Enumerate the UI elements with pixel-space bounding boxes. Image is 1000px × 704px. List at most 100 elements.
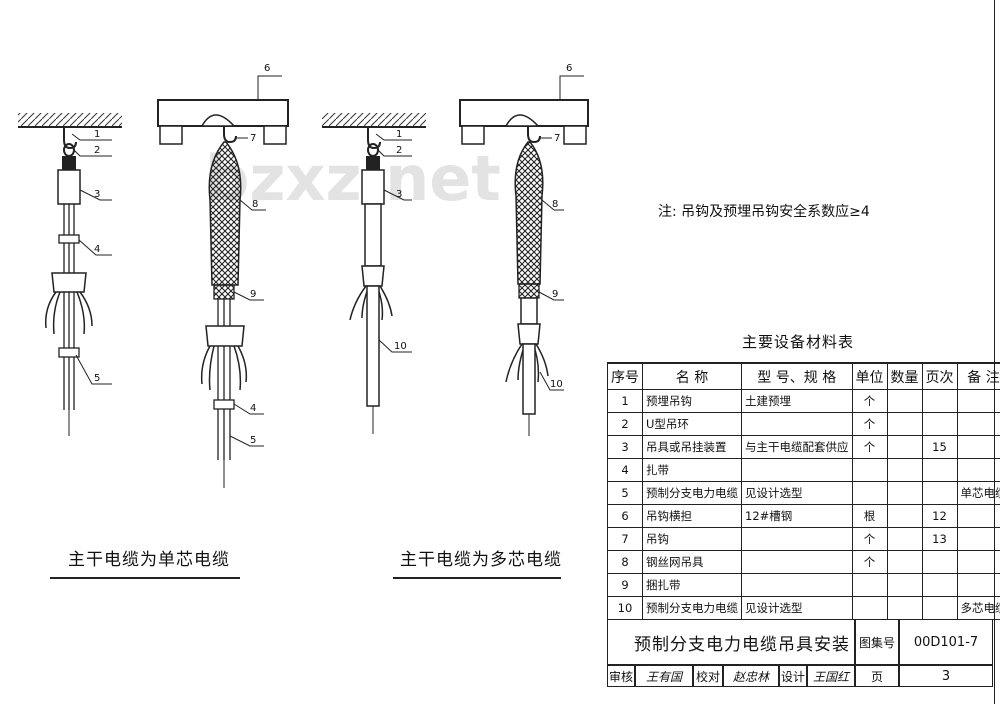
- table-cell: 7: [607, 527, 643, 551]
- figure-single-core-ceiling: 1 2 3 4 5: [18, 113, 122, 436]
- table-cell: 6: [607, 504, 643, 528]
- table-cell: [956, 550, 1000, 574]
- check-label: 校对: [693, 665, 723, 687]
- label-6: 6: [264, 63, 270, 74]
- table-cell: [886, 573, 923, 597]
- table-cell: 扎带: [642, 458, 742, 482]
- table-header-cell: 名 称: [642, 362, 742, 390]
- title-block: 预制分支电力电缆吊具安装 图集号 00D101-7 审核 王有国 校对 赵忠林 …: [607, 619, 993, 687]
- table-cell: 根: [851, 504, 888, 528]
- table-cell: [741, 550, 853, 574]
- table-cell: [956, 389, 1000, 413]
- label-8d: 8: [552, 199, 558, 210]
- table-cell: 多芯电缆: [956, 596, 1000, 620]
- hanger-body: [57, 169, 81, 205]
- table-cell: [886, 481, 923, 505]
- table-cell: 个: [851, 412, 888, 436]
- table-row: 5预制分支电力电缆见设计选型单芯电缆: [607, 481, 1000, 505]
- label-9d: 9: [552, 289, 558, 300]
- atlas-label: 图集号: [855, 619, 899, 665]
- table-cell: [851, 481, 888, 505]
- label-3c: 3: [396, 189, 402, 200]
- table-cell: [921, 389, 958, 413]
- table-cell: [886, 504, 923, 528]
- check-signature: 赵忠林: [723, 665, 779, 687]
- table-cell: 个: [851, 527, 888, 551]
- hook: [223, 126, 237, 144]
- table-cell: 1: [607, 389, 643, 413]
- table-cell: 15: [921, 435, 958, 459]
- table-cell: 单芯电缆: [956, 481, 1000, 505]
- label-1c: 1: [396, 129, 402, 140]
- table-header-cell: 页次: [921, 362, 958, 390]
- binding-strap: [213, 284, 235, 300]
- table-cell: 捆扎带: [642, 573, 742, 597]
- label-7d: 7: [554, 133, 560, 144]
- table-header-cell: 数量: [886, 362, 923, 390]
- table-cell: [886, 458, 923, 482]
- table-cell: 预制分支电力电缆: [642, 481, 742, 505]
- table-cell: 个: [851, 389, 888, 413]
- table-cell: [886, 435, 923, 459]
- table-cell: [886, 389, 923, 413]
- table-cell: 2: [607, 412, 643, 436]
- table-title: 主要设备材料表: [742, 333, 855, 351]
- table-cell: 钢丝网吊具: [642, 550, 742, 574]
- table-cell: 个: [851, 550, 888, 574]
- table-cell: 吊钩: [642, 527, 742, 551]
- table-header-cell: 备 注: [956, 362, 1000, 390]
- caption-underline: [393, 577, 561, 579]
- design-signature: 王国红: [807, 665, 855, 687]
- table-cell: [851, 596, 888, 620]
- table-cell: [956, 458, 1000, 482]
- table-cell: 5: [607, 481, 643, 505]
- atlas-number: 00D101-7: [899, 619, 993, 665]
- table-cell: 8: [607, 550, 643, 574]
- table-cell: [956, 435, 1000, 459]
- label-9: 9: [250, 289, 256, 300]
- label-3: 3: [94, 189, 100, 200]
- table-cell: [921, 481, 958, 505]
- table-header-cell: 型 号、规 格: [741, 362, 853, 390]
- table-cell: [921, 458, 958, 482]
- table-cell: 预埋吊钩: [642, 389, 742, 413]
- table-cell: 10: [607, 596, 643, 620]
- table-cell: [921, 412, 958, 436]
- cable-tie: [58, 234, 80, 244]
- branch-joint: [51, 272, 87, 293]
- table-header-cell: 序号: [607, 362, 643, 390]
- multi-core-cable: [364, 203, 382, 267]
- table-cell: 12#槽钢: [741, 504, 853, 528]
- label-4: 4: [94, 244, 100, 255]
- table-header-row: 序号名 称型 号、规 格单位数量页次备 注: [607, 362, 1000, 390]
- table-cell: 9: [607, 573, 643, 597]
- safety-note: 注: 吊钩及预埋吊钩安全系数应≥4: [658, 204, 870, 220]
- watermark-text: bzxz.net: [205, 142, 501, 215]
- table-cell: [956, 504, 1000, 528]
- table-cell: 吊具或吊挂装置: [642, 435, 742, 459]
- caption-single-core: 主干电缆为单芯电缆: [68, 550, 230, 570]
- review-signature: 王有国: [635, 665, 693, 687]
- table-cell: [741, 573, 853, 597]
- table-cell: 13: [921, 527, 958, 551]
- label-7: 7: [250, 133, 256, 144]
- table-cell: 3: [607, 435, 643, 459]
- table-cell: 4: [607, 458, 643, 482]
- label-5: 5: [94, 373, 100, 384]
- label-6d: 6: [566, 63, 572, 74]
- label-10d: 10: [550, 379, 563, 390]
- table-cell: 吊钩横担: [642, 504, 742, 528]
- table-cell: 个: [851, 435, 888, 459]
- table-cell: [886, 596, 923, 620]
- table-cell: [956, 412, 1000, 436]
- label-10: 10: [394, 341, 407, 352]
- table-cell: [921, 550, 958, 574]
